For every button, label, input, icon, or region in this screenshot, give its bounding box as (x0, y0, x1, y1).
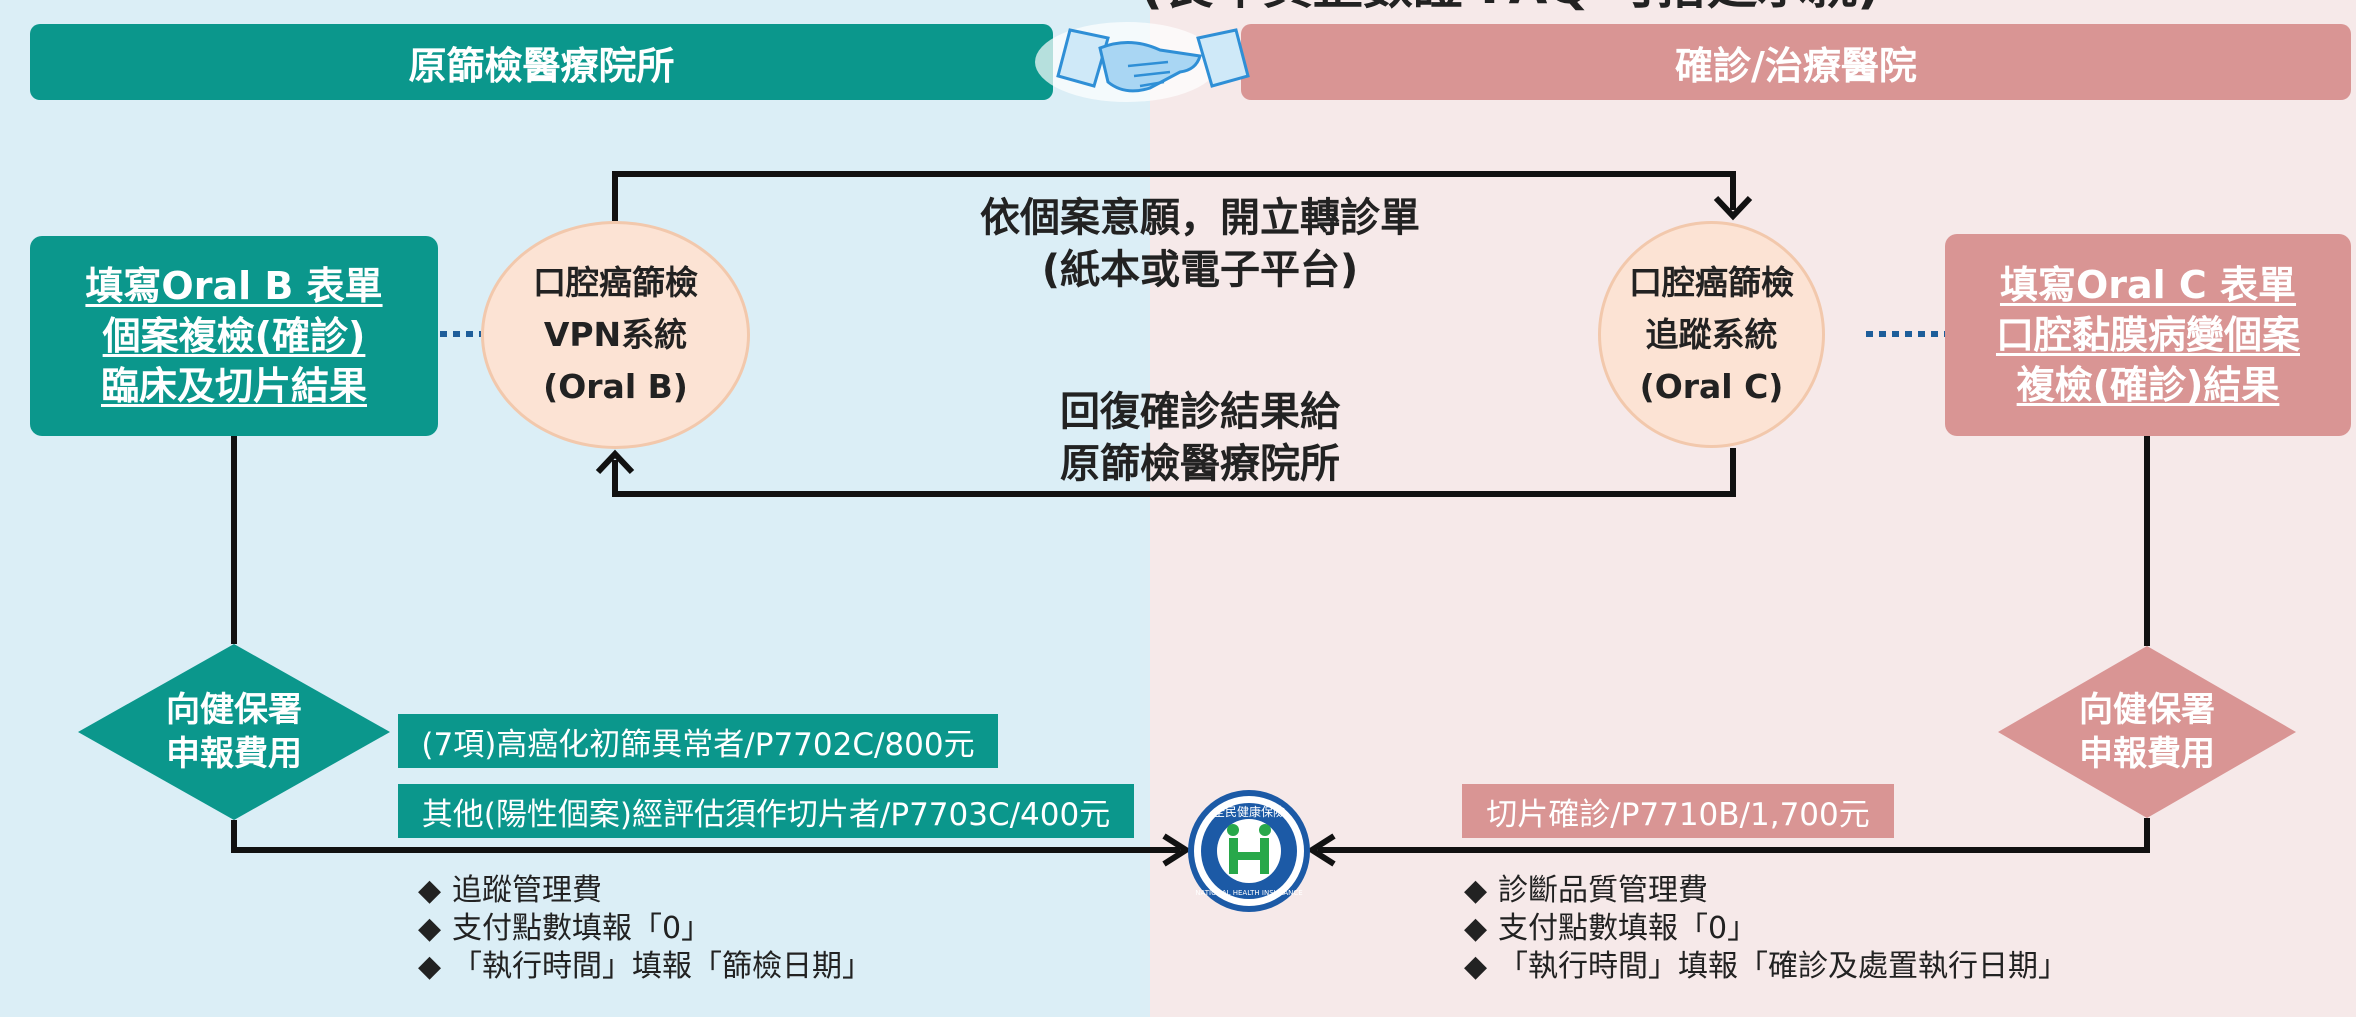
header-screening-clinic: 原篩檢醫療院所 (30, 24, 1053, 100)
right-claim-arrow (1318, 818, 2150, 853)
oral-b-form-line2: 臨床及切片結果 (100, 364, 367, 408)
reply-label-line1: 回復確診結果給 (1060, 389, 1340, 435)
cropped-top-title: (長年資整數證 FAQ 可搭延承就) (1140, 0, 1900, 16)
fee-tag-p7702c: (7項)高癌化初篩異常者/P7702C/800元 (398, 714, 998, 768)
bullet-diamond-icon: ◆ (418, 911, 442, 946)
oral-c-form-title: 填寫Oral C 表單 (1999, 263, 2297, 307)
oral-b-form-line1: 個案複檢(確診) (102, 314, 366, 358)
diamond-right-line2: 申報費用 (2079, 734, 2215, 774)
nhi-logo: 全民健康保險 NATIONAL HEALTH INSURANCE (1188, 790, 1310, 912)
notes-right: ◆診斷品質管理費 ◆支付點數填報「0」 ◆「執行時間」填報「確診及處置執行日期」 (1464, 872, 2068, 986)
bullet-diamond-icon: ◆ (418, 949, 442, 984)
referral-label: 依個案意願，開立轉診單 (紙本或電子平台) (900, 192, 1500, 296)
note-item: ◆「執行時間」填報「確診及處置執行日期」 (1464, 949, 2068, 984)
tracking-system-oval: 口腔癌篩檢 追蹤系統 (Oral C) (1598, 221, 1825, 448)
note-item: ◆「執行時間」填報「篩檢日期」 (418, 949, 872, 984)
referral-arrow (612, 171, 1736, 221)
diamond-right (1998, 646, 2296, 818)
note-item: ◆追蹤管理費 (418, 873, 602, 908)
tracking-oval-line2: 追蹤系統 (1645, 314, 1778, 354)
vpn-oval-line1: 口腔癌篩檢 (533, 263, 698, 302)
oral-b-form-title: 填寫Oral B 表單 (85, 264, 383, 308)
reply-arrow (612, 448, 1736, 497)
tracking-oval-line1: 口腔癌篩檢 (1629, 262, 1794, 302)
oral-c-form-line2: 複檢(確診)結果 (2016, 363, 2280, 407)
diamond-left-line2: 申報費用 (166, 734, 302, 774)
note-item: ◆診斷品質管理費 (1464, 873, 1708, 908)
referral-label-line2: (紙本或電子平台) (1041, 247, 1359, 293)
bullet-diamond-icon: ◆ (418, 873, 442, 908)
oral-c-form-box: 填寫Oral C 表單 口腔黏膜病變個案 複檢(確診)結果 (1945, 234, 2351, 436)
oral-b-form-box: 填寫Oral B 表單 個案複檢(確診) 臨床及切片結果 (30, 236, 438, 436)
fee-tag-p7703c: 其他(陽性個案)經評估須作切片者/P7703C/400元 (398, 784, 1134, 838)
diamond-right-line1: 向健保署 (2079, 690, 2215, 730)
vpn-system-oval: 口腔癌篩檢 VPN系統 (Oral B) (481, 221, 750, 449)
diamond-left-line1: 向健保署 (166, 690, 302, 730)
note-item: ◆支付點數填報「0」 (418, 911, 712, 946)
diamond-left (78, 644, 390, 820)
tracking-oval-line3: (Oral C) (1639, 366, 1784, 406)
referral-label-line1: 依個案意願，開立轉診單 (980, 195, 1420, 241)
header-diagnosis-hospital: 確診/治療醫院 (1241, 24, 2351, 100)
handshake-icon (1035, 22, 1250, 102)
bullet-diamond-icon: ◆ (1464, 949, 1488, 984)
diamond-right-text: 向健保署 申報費用 (2047, 688, 2247, 776)
nhi-logo-bottom-text: NATIONAL HEALTH INSURANCE (1195, 889, 1302, 897)
oral-c-form-line1: 口腔黏膜病變個案 (1995, 313, 2300, 357)
bullet-diamond-icon: ◆ (1464, 911, 1488, 946)
bullet-diamond-icon: ◆ (1464, 873, 1488, 908)
nhi-logo-top-text: 全民健康保險 (1213, 804, 1285, 819)
reply-label: 回復確診結果給 原篩檢醫療院所 (980, 386, 1420, 490)
vpn-oval-line2: VPN系統 (543, 315, 688, 354)
note-item: ◆支付點數填報「0」 (1464, 911, 1758, 946)
notes-left: ◆追蹤管理費 ◆支付點數填報「0」 ◆「執行時間」填報「篩檢日期」 (418, 872, 872, 986)
diamond-left-text: 向健保署 申報費用 (134, 688, 334, 776)
vpn-oval-line3: (Oral B) (543, 367, 688, 406)
left-claim-arrow (231, 820, 1180, 853)
fee-tag-p7710b: 切片確診/P7710B/1,700元 (1462, 784, 1894, 838)
reply-label-line2: 原篩檢醫療院所 (1060, 441, 1340, 487)
